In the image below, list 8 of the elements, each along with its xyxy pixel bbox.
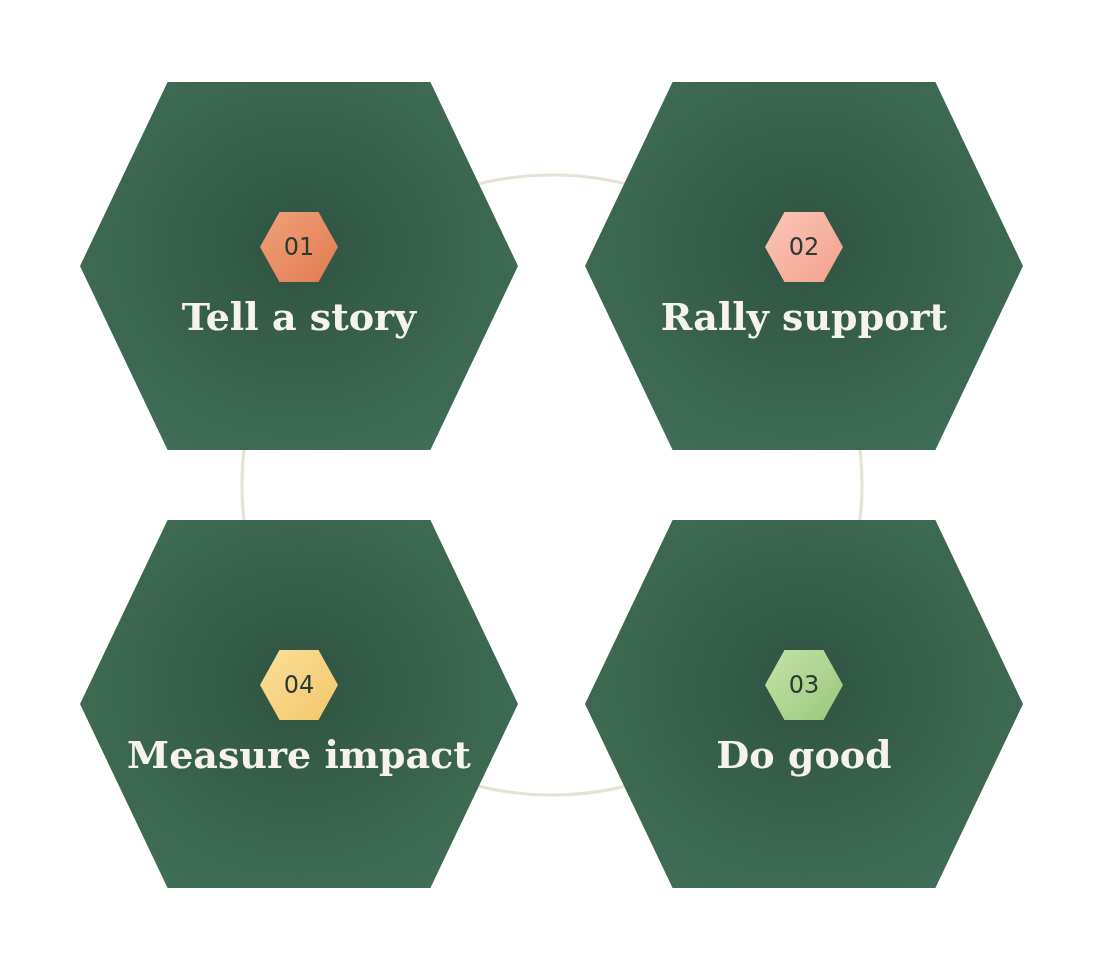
step-title: Do good (716, 732, 892, 777)
number-badge: 03 (765, 650, 843, 720)
number-badge: 04 (260, 650, 338, 720)
step-title: Tell a story (181, 294, 417, 339)
number-badge: 02 (765, 212, 843, 282)
step-title: Measure impact (127, 732, 471, 777)
number-badge: 01 (260, 212, 338, 282)
step-title: Rally support (660, 294, 948, 339)
